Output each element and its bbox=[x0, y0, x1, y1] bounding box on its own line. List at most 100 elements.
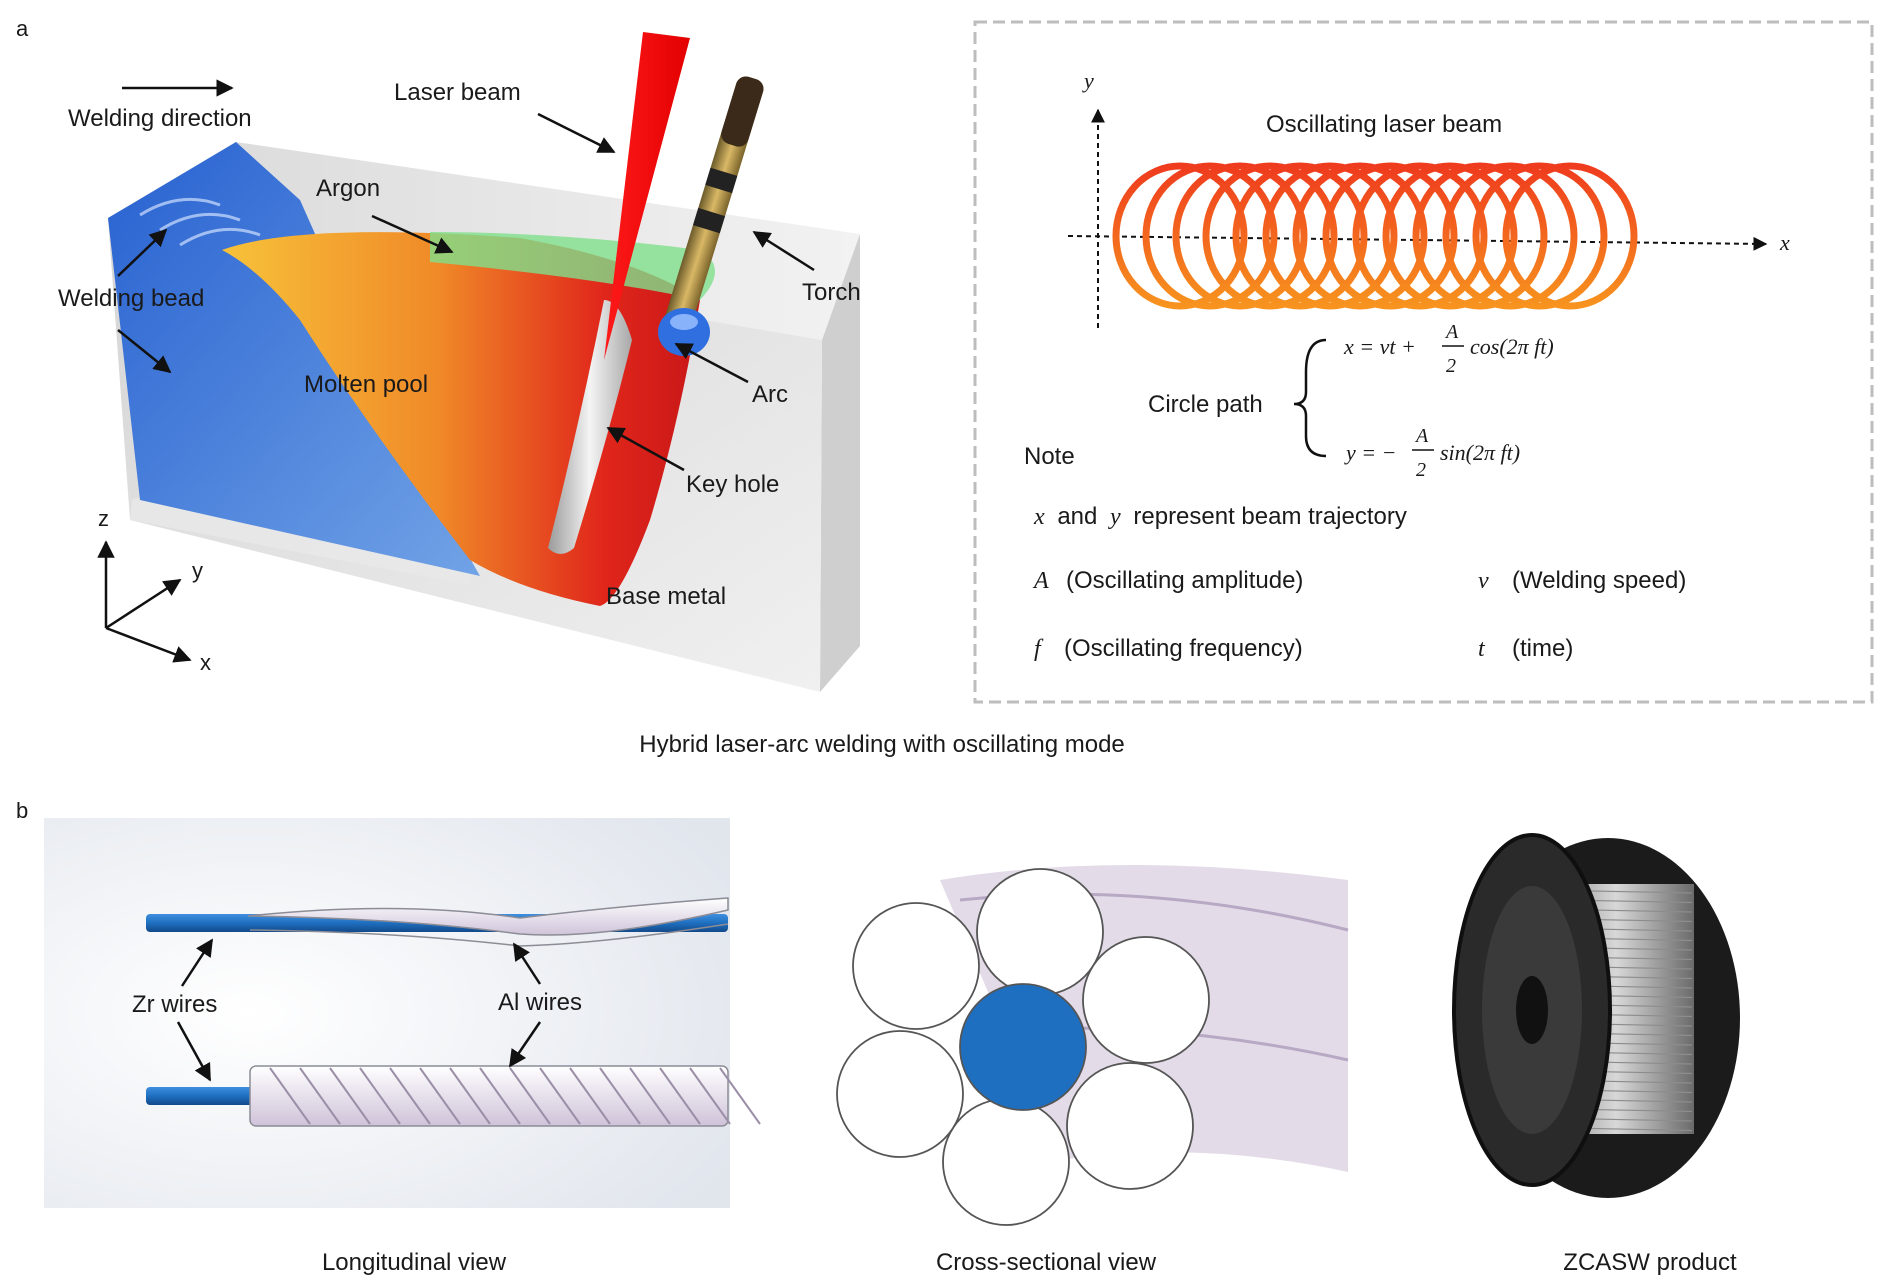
panel-b-letter: b bbox=[16, 798, 28, 823]
oscillation-ring bbox=[1412, 162, 1548, 310]
al-strand-top-1 bbox=[247, 897, 729, 936]
oscillation-ring bbox=[1442, 162, 1578, 310]
def-v-text: (Welding speed) bbox=[1512, 567, 1686, 594]
arc-highlight bbox=[670, 314, 698, 330]
al-strand-line bbox=[299, 1067, 341, 1125]
argon-arrow bbox=[371, 214, 454, 254]
longitudinal-view: Zr wires Al wires bbox=[44, 818, 761, 1208]
al-strand-circle-3 bbox=[1082, 936, 1210, 1064]
torch-band-1 bbox=[705, 167, 738, 194]
eq-y-rhs: sin(2π ft) bbox=[1440, 440, 1520, 465]
zr-core-circle bbox=[959, 983, 1087, 1111]
oscillation-ring bbox=[1202, 162, 1338, 310]
trajectory-symbol-y: y bbox=[1108, 504, 1121, 530]
trajectory-line: x and y represent beam trajectory bbox=[1033, 503, 1407, 530]
welding-bead-region bbox=[108, 142, 480, 576]
al-strand-line bbox=[719, 1067, 761, 1125]
al-strand-line bbox=[419, 1067, 461, 1125]
arc-label: Arc bbox=[752, 381, 788, 408]
eq-x-rhs: cos(2π ft) bbox=[1470, 334, 1554, 359]
al-strand-line bbox=[659, 1067, 701, 1125]
caption-product: ZCASW product bbox=[1563, 1249, 1737, 1276]
zcasw-product-spool bbox=[1452, 833, 1740, 1198]
panel-a-letter: a bbox=[16, 16, 29, 41]
zr-wires-label: Zr wires bbox=[132, 991, 217, 1018]
arc-arrow bbox=[674, 342, 749, 384]
al-strand-line bbox=[689, 1067, 731, 1125]
def-f-symbol: f bbox=[1034, 636, 1044, 662]
welding-bead-label: Welding bead bbox=[58, 285, 204, 312]
eq-x-numerator: A bbox=[1444, 321, 1459, 343]
trajectory-text: represent beam trajectory bbox=[1133, 503, 1406, 530]
def-t-text: (time) bbox=[1512, 635, 1573, 662]
al-strand-line bbox=[479, 1067, 521, 1125]
zr-arrow-bottom bbox=[176, 1021, 212, 1082]
trajectory-symbol-x: x bbox=[1033, 504, 1045, 530]
oscillating-rings bbox=[1112, 162, 1638, 310]
eq-y-lhs: y = − bbox=[1344, 440, 1396, 465]
al-strand-line bbox=[569, 1067, 611, 1125]
inset-x-axis-label: x bbox=[1779, 230, 1790, 255]
al-strand-circle-5 bbox=[942, 1098, 1070, 1226]
al-strand-line bbox=[509, 1067, 551, 1125]
oscillation-ring bbox=[1472, 162, 1608, 310]
molten-pool-label: Molten pool bbox=[304, 371, 428, 398]
al-arrow-top bbox=[512, 942, 542, 985]
al-strand-circle-6 bbox=[836, 1030, 964, 1158]
spool-hub-hole bbox=[1516, 976, 1548, 1044]
oscillation-ring bbox=[1382, 162, 1518, 310]
def-a-symbol: A bbox=[1032, 568, 1049, 594]
y-axis-label: y bbox=[192, 558, 203, 583]
inset-title: Oscillating laser beam bbox=[1266, 111, 1502, 138]
al-strand-line bbox=[359, 1067, 401, 1125]
al-strand-line bbox=[269, 1067, 311, 1125]
oscillation-ring bbox=[1172, 162, 1308, 310]
key-hole-label: Key hole bbox=[686, 471, 779, 498]
eq-x-lhs: x = vt + bbox=[1343, 334, 1416, 359]
z-axis-label: z bbox=[98, 506, 109, 531]
caption-cross-sectional: Cross-sectional view bbox=[936, 1249, 1157, 1276]
al-strand-line bbox=[599, 1067, 641, 1125]
laser-beam-label: Laser beam bbox=[394, 79, 521, 106]
cross-sectional-view bbox=[836, 865, 1349, 1226]
al-strand-circle-2 bbox=[976, 868, 1104, 996]
oscillation-ring bbox=[1112, 162, 1248, 310]
al-strand-line bbox=[629, 1067, 671, 1125]
torch-label: Torch bbox=[802, 279, 861, 306]
al-strand-circle-1 bbox=[852, 902, 980, 1030]
zr-wire-bottom bbox=[146, 1087, 266, 1105]
torch-grip-top bbox=[721, 76, 764, 147]
argon-label: Argon bbox=[316, 175, 380, 202]
al-strand-line bbox=[449, 1067, 491, 1125]
trajectory-and: and bbox=[1057, 503, 1097, 530]
eq-y-numerator: A bbox=[1414, 425, 1429, 447]
oscillation-inset: y x Oscillating laser beam Circle path x… bbox=[1024, 68, 1790, 662]
def-t-symbol: t bbox=[1478, 636, 1486, 662]
oscillation-ring bbox=[1352, 162, 1488, 310]
eq-x-denominator: 2 bbox=[1446, 355, 1456, 377]
inset-y-axis-label: y bbox=[1082, 68, 1094, 93]
oscillation-ring bbox=[1262, 162, 1398, 310]
oscillation-ring bbox=[1142, 162, 1278, 310]
welding-torch bbox=[662, 76, 764, 338]
circle-path-label: Circle path bbox=[1148, 391, 1263, 418]
block-side-face bbox=[820, 234, 860, 692]
key-hole-arrow bbox=[606, 426, 685, 472]
panel-a-caption: Hybrid laser-arc welding with oscillatin… bbox=[639, 731, 1125, 758]
oscillation-ring bbox=[1292, 162, 1428, 310]
oscillation-ring bbox=[1232, 162, 1368, 310]
eq-y-denominator: 2 bbox=[1416, 459, 1426, 481]
y-axis-arrow bbox=[105, 578, 182, 630]
al-wires-label: Al wires bbox=[498, 989, 582, 1016]
al-strand-line bbox=[539, 1067, 581, 1125]
al-strand-circle-4 bbox=[1066, 1062, 1194, 1190]
key-hole bbox=[548, 300, 632, 554]
al-strand-twist-lines bbox=[269, 1067, 761, 1125]
equation-brace bbox=[1293, 338, 1327, 458]
laser-beam bbox=[604, 32, 690, 360]
laser-beam-arrow bbox=[537, 112, 616, 154]
oscillation-inset-box bbox=[973, 20, 1874, 704]
base-metal-label: Base metal bbox=[606, 583, 726, 610]
x-axis-arrow bbox=[105, 626, 192, 663]
